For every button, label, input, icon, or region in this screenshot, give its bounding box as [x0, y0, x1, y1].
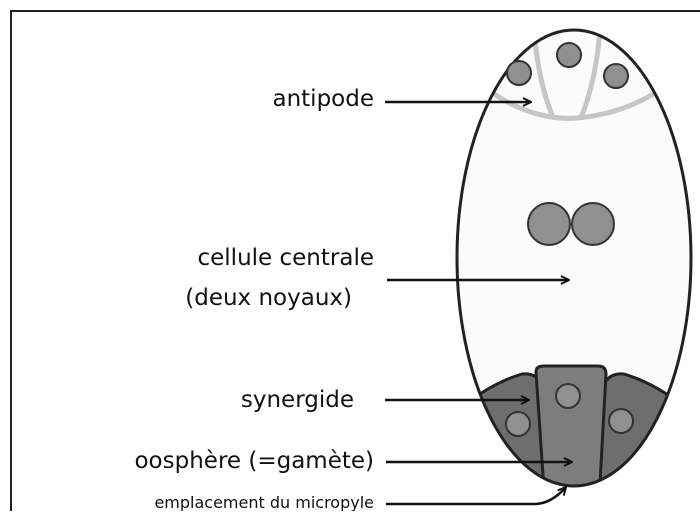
label-antipode: antipode	[272, 86, 374, 112]
synergid-nucleus-right	[609, 409, 633, 433]
label-synergid: synergide	[241, 387, 354, 413]
synergid-nucleus-left	[506, 412, 530, 436]
label-egg-cell: oosphère (=gamète)	[134, 448, 374, 474]
antipode-nucleus-right	[604, 64, 628, 88]
micropyle-arrow	[386, 487, 566, 504]
polar-nucleus-right	[572, 203, 614, 245]
label-central-cell: cellule centrale	[198, 245, 375, 271]
synergid-right-cell	[598, 374, 700, 511]
polar-nucleus-left	[528, 203, 570, 245]
antipode-nucleus-left	[507, 61, 531, 85]
label-central-cell-nuclei: (deux noyaux)	[185, 285, 352, 311]
egg-cell-nucleus	[556, 384, 580, 408]
antipode-nucleus-middle	[557, 43, 581, 67]
label-micropyle: emplacement du micropyle	[154, 493, 374, 511]
synergid-left-cell	[440, 374, 548, 511]
